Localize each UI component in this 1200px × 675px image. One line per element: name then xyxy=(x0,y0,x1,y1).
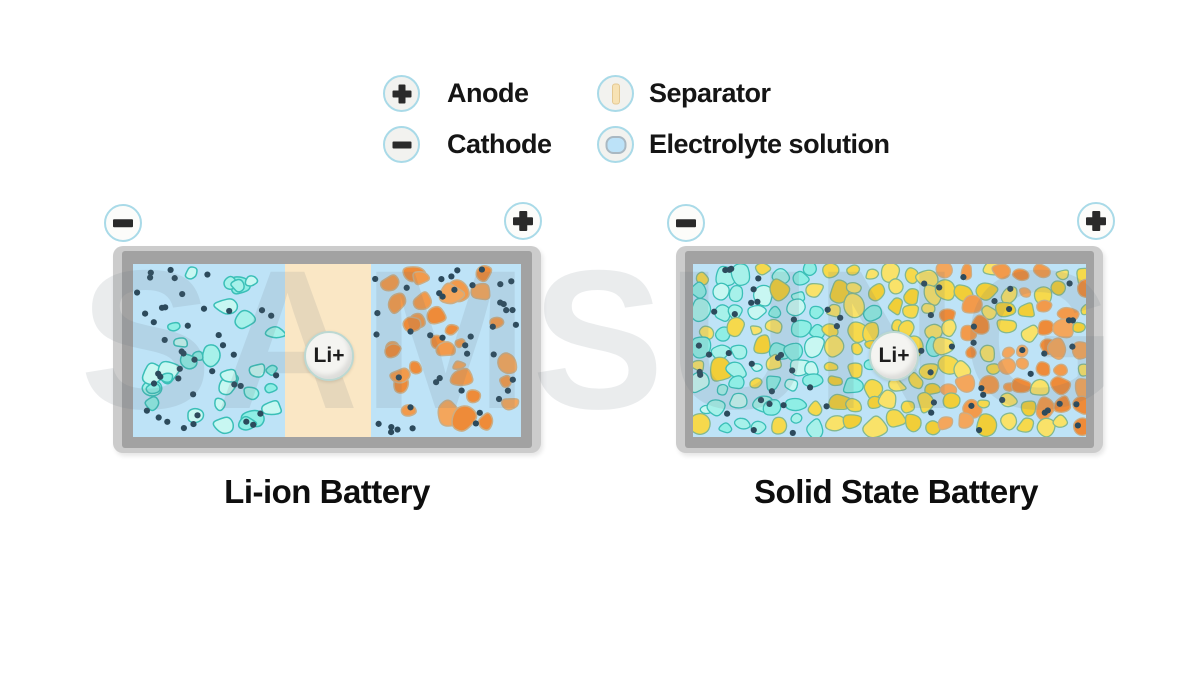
legend-label-cathode: Cathode xyxy=(447,129,552,159)
anode-particle-field xyxy=(372,265,520,436)
solid-state-battery-casing xyxy=(676,246,1103,453)
plus-icon xyxy=(383,75,420,112)
icon-shape xyxy=(605,135,626,154)
solid-electrolyte-particle-field xyxy=(693,264,1086,437)
minus-icon xyxy=(676,219,696,227)
icon-shape xyxy=(611,83,620,104)
icon-shape xyxy=(519,211,527,231)
cathode-particle-field xyxy=(134,266,285,435)
li-ion-battery-title: Li-ion Battery xyxy=(224,473,430,510)
separator-icon xyxy=(597,75,634,112)
icon-shape xyxy=(398,84,405,103)
icon-shape xyxy=(1092,211,1100,231)
legend-label-anode: Anode xyxy=(447,78,529,108)
icon-shape xyxy=(392,141,411,148)
minus-terminal-li-ion xyxy=(104,204,142,242)
li-ion-badge-label: Li+ xyxy=(878,344,910,367)
plus-terminal-solid-state xyxy=(1077,202,1115,240)
minus-icon xyxy=(383,126,420,163)
li-ion-battery-interior xyxy=(133,264,521,437)
legend-label-separator: Separator xyxy=(649,78,771,108)
solid-state-battery-title: Solid State Battery xyxy=(754,473,1038,510)
legend-label-electrolyte-solution: Electrolyte solution xyxy=(649,129,890,159)
minus-terminal-solid-state xyxy=(667,204,705,242)
minus-icon xyxy=(113,219,133,227)
li-ion-badge-label: Li+ xyxy=(313,344,345,367)
li-ion-badge: Li+ xyxy=(869,331,919,381)
electrolyte-icon xyxy=(597,126,634,163)
plus-terminal-li-ion xyxy=(504,202,542,240)
li-ion-badge: Li+ xyxy=(304,331,354,381)
